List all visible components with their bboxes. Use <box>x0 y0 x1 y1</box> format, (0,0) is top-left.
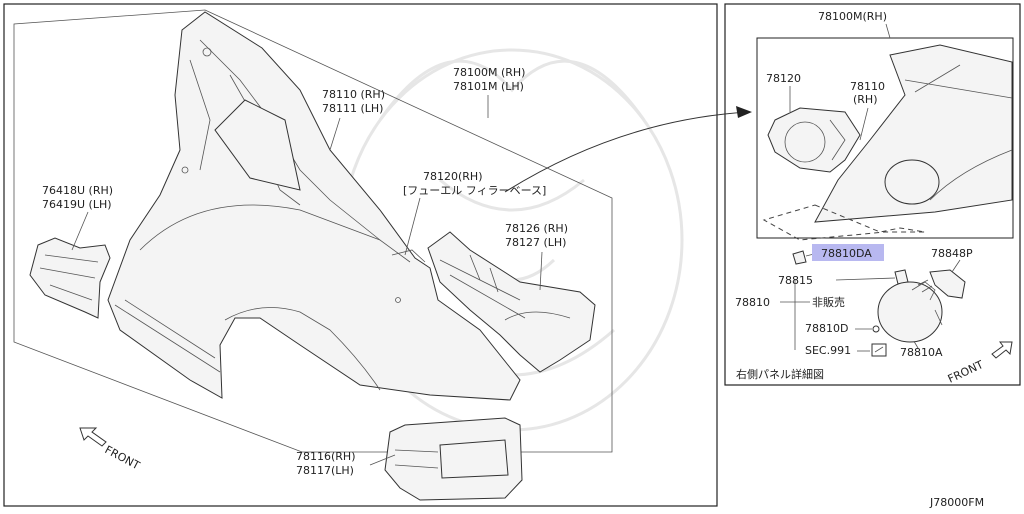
label-76419U: 76419U (LH) <box>42 198 112 211</box>
label-78810A: 78810A <box>900 346 943 359</box>
detail-reference-arrow <box>504 111 749 193</box>
label-78120: 78120(RH) <box>423 170 483 183</box>
label-78111: 78111 (LH) <box>322 102 383 115</box>
label-78117: 78117(LH) <box>296 464 354 477</box>
diagram-id: J78000FM <box>929 496 984 509</box>
label-78815: 78815 <box>778 274 813 287</box>
detail-view-frame <box>724 3 1021 386</box>
label-fuel-filler-base: [フューエル フィラーベース] <box>403 184 546 197</box>
front-label-left: FRONT <box>103 443 143 472</box>
screw-78810D <box>872 325 880 333</box>
quarter-panel <box>107 11 521 401</box>
detail-label-78120: 78120 <box>766 72 801 85</box>
detail-label-78100M: 78100M(RH) <box>818 10 887 23</box>
label-78101M: 78101M (LH) <box>453 80 524 93</box>
detail-label-78110: 78110 <box>850 80 885 93</box>
detail-fuel-filler-base <box>767 107 861 173</box>
label-78100M: 78100M (RH) <box>453 66 525 79</box>
label-78127: 78127 (LH) <box>505 236 566 249</box>
bolt-78810DA <box>792 250 815 265</box>
detail-dash-outline <box>762 204 926 241</box>
front-label-right: FRONT <box>946 358 986 386</box>
label-78110: 78110 (RH) <box>322 88 385 101</box>
label-not-for-sale: 非販売 <box>812 296 845 309</box>
front-direction-arrow-left: FRONT <box>79 427 143 472</box>
label-78810: 78810 <box>735 296 770 309</box>
sec991-box <box>871 343 887 357</box>
detail-caption: 右側パネル詳細図 <box>736 367 824 381</box>
label-76418U: 76418U (RH) <box>42 184 113 197</box>
label-sec991: SEC.991 <box>805 344 851 357</box>
bracket-78848P <box>929 269 966 299</box>
detail-panel-section <box>814 44 1013 223</box>
label-78126: 78126 (RH) <box>505 222 568 235</box>
front-direction-arrow-right: FRONT <box>946 341 1013 386</box>
assembly-outline <box>13 9 613 453</box>
lower-extension-part <box>384 417 523 501</box>
main-view-frame <box>3 3 718 507</box>
label-78810DA: 78810DA <box>821 247 872 260</box>
label-78116: 78116(RH) <box>296 450 356 463</box>
fuel-lid-78810A <box>877 279 943 343</box>
wheelhouse-extension-part <box>427 231 596 373</box>
detail-reference-arrowhead <box>736 106 752 118</box>
label-78848P: 78848P <box>931 247 973 260</box>
sec991-mark <box>874 346 884 353</box>
detail-leader-lines <box>780 259 961 352</box>
highlight-78810DA <box>812 244 884 261</box>
rear-bracket-part <box>29 237 111 319</box>
detail-inset-frame <box>756 37 1014 239</box>
label-78810D: 78810D <box>805 322 848 335</box>
main-leader-lines <box>71 95 543 466</box>
detail-label-78110-rh: (RH) <box>853 93 878 106</box>
